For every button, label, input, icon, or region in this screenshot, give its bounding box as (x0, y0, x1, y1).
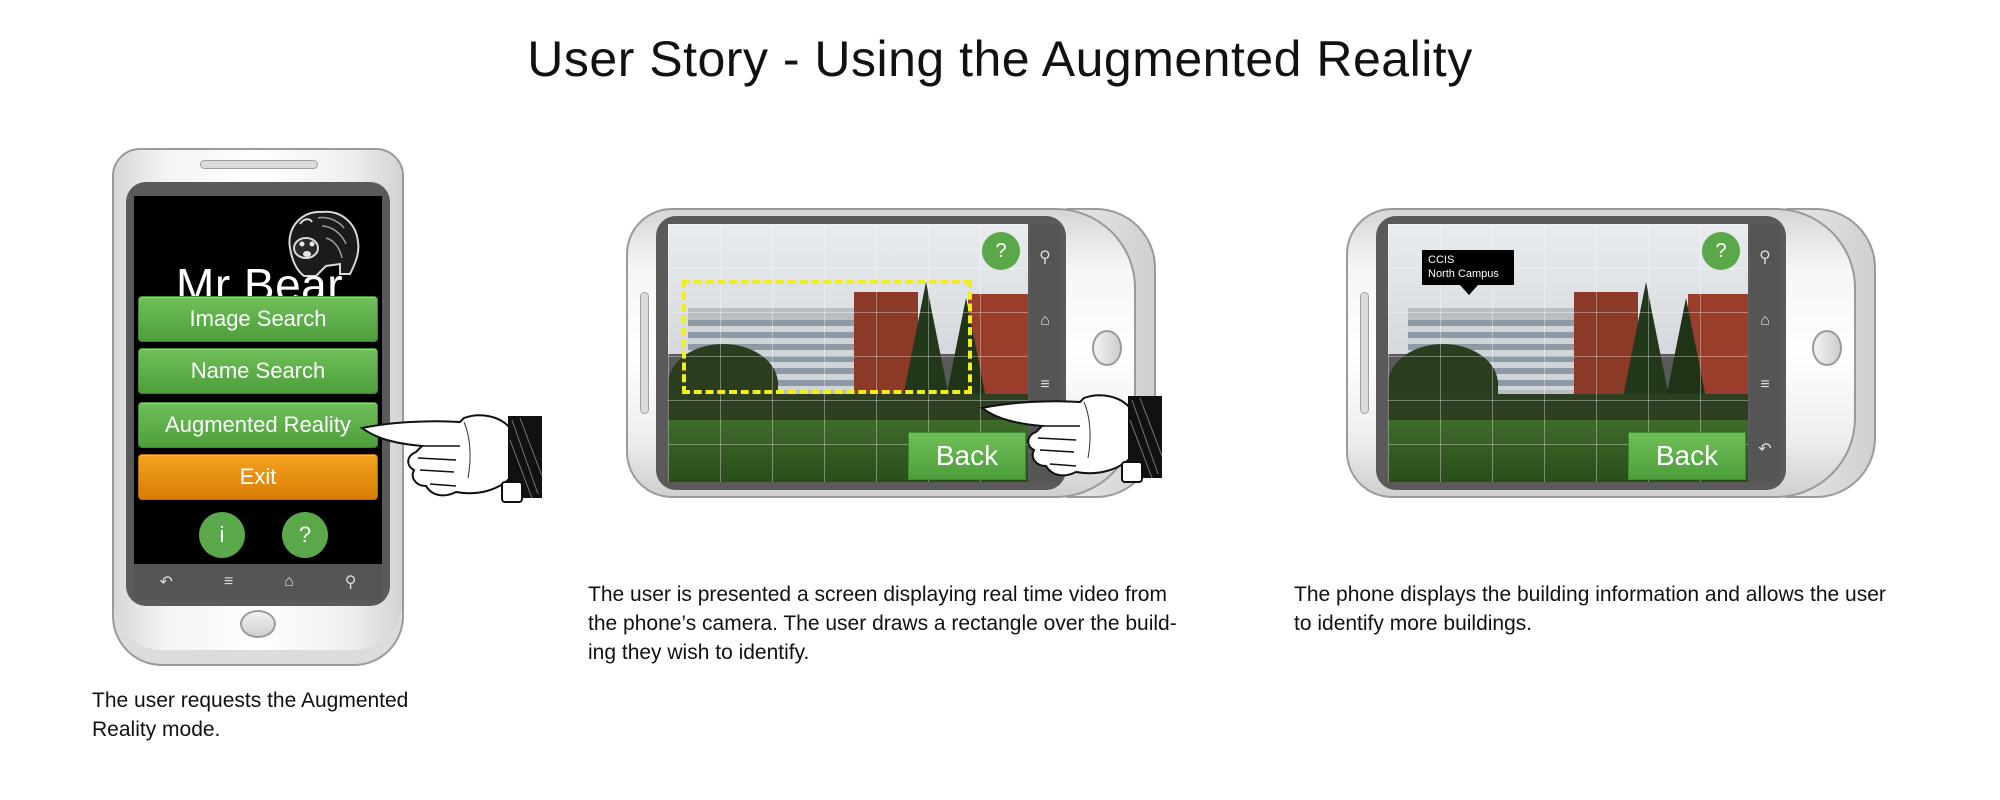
image-search-button[interactable]: Image Search (138, 296, 378, 342)
android-nav-bar: ↶ ≡ ⌂ ⚲ (134, 564, 382, 600)
landscape-phone-result: CCIS North Campus ? Back ⚲ ⌂ ≡ ↶ (1346, 208, 1876, 498)
portrait-phone: Mr Bear Image Search Name Search Augment… (112, 148, 404, 666)
help-button[interactable]: ? (1702, 232, 1740, 270)
info-button[interactable]: i (199, 512, 245, 558)
back-icon[interactable]: ↶ (1758, 441, 1772, 459)
selection-rectangle[interactable] (682, 280, 972, 394)
search-icon[interactable]: ⚲ (344, 574, 357, 591)
back-icon[interactable]: ↶ (159, 574, 173, 591)
help-button[interactable]: ? (982, 232, 1020, 270)
android-nav-bar: ⚲ ⌂ ≡ ↶ (1750, 224, 1780, 482)
building-info-tag[interactable]: CCIS North Campus (1422, 250, 1514, 295)
menu-icon[interactable]: ≡ (1040, 375, 1050, 393)
menu-icon[interactable]: ≡ (223, 573, 234, 590)
back-button[interactable]: Back (908, 432, 1026, 480)
augmented-reality-button[interactable]: Augmented Reality (138, 402, 378, 448)
caption-line: The user is presented a screen displayin… (588, 583, 1167, 606)
back-button[interactable]: Back (1628, 432, 1746, 480)
hardware-home-button (1092, 330, 1122, 366)
building-location: North Campus (1428, 268, 1499, 280)
page-title: User Story - Using the Augmented Reality (527, 31, 1473, 87)
phone-speaker (200, 160, 318, 169)
search-icon[interactable]: ⚲ (1039, 248, 1051, 266)
caption-line: The phone displays the building informat… (1294, 583, 1886, 606)
building-name: CCIS (1428, 254, 1455, 266)
help-button[interactable]: ? (282, 512, 328, 558)
caption-line: ing they wish to identify. (588, 641, 810, 664)
bear-icon (288, 210, 360, 277)
hardware-home-button (240, 610, 276, 638)
menu-icon[interactable]: ≡ (1760, 375, 1770, 393)
phone-speaker (1360, 292, 1369, 414)
camera-view[interactable]: ? Back (668, 224, 1028, 482)
caption-step-2: The user is presented a screen displayin… (588, 580, 1177, 667)
caption-line: Reality mode. (92, 718, 221, 741)
caption-line: the phone’s camera. The user draws a rec… (588, 612, 1177, 635)
home-icon[interactable]: ⌂ (1040, 312, 1050, 330)
phone-speaker (640, 292, 649, 414)
hardware-home-button (1812, 330, 1842, 366)
home-icon[interactable]: ⌂ (1760, 312, 1770, 330)
search-icon[interactable]: ⚲ (1759, 248, 1771, 266)
caption-step-3: The phone displays the building informat… (1294, 580, 1886, 638)
pointing-hand-icon (360, 414, 543, 503)
caption-line: to identify more buildings. (1294, 612, 1533, 635)
caption-line: The user requests the Augmented (92, 689, 409, 712)
camera-view[interactable]: CCIS North Campus ? Back (1388, 224, 1748, 482)
home-icon[interactable]: ⌂ (284, 573, 294, 590)
exit-button[interactable]: Exit (138, 454, 378, 500)
pointing-hand-icon (980, 394, 1163, 483)
caption-step-1: The user requests the Augmented Reality … (92, 686, 408, 744)
app-screen: Mr Bear Image Search Name Search Augment… (134, 196, 382, 564)
name-search-button[interactable]: Name Search (138, 348, 378, 394)
